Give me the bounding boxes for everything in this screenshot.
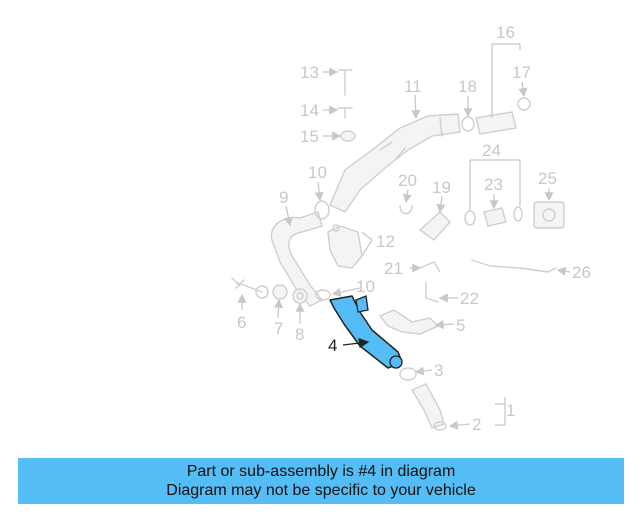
parts-21-22 [419, 261, 441, 303]
part-label-2: 2 [472, 415, 481, 434]
part-12-bracket [327, 224, 363, 269]
part-label-5: 5 [456, 316, 465, 335]
parts-23-24-25 [464, 201, 565, 229]
part-label-17: 17 [512, 63, 531, 82]
part-label-1: 1 [506, 401, 515, 420]
caption-line-1: Part or sub-assembly is #4 in diagram [186, 463, 456, 480]
part-9-hose [270, 211, 324, 307]
part-label-23: 23 [484, 175, 503, 194]
part-label-8: 8 [295, 325, 304, 344]
part-5-bracket [378, 309, 440, 335]
part-label-18: 18 [458, 77, 477, 96]
parts-19-20 [399, 205, 451, 241]
part-label-10-lower: 10 [356, 277, 375, 296]
parts-16-17-18 [461, 97, 531, 135]
parts-diagram: 1 2 3 4 5 6 7 8 9 10 10 11 12 13 14 15 1… [231, 23, 591, 434]
part-10-clamps [314, 200, 331, 301]
part-label-25: 25 [538, 169, 557, 188]
part-label-6: 6 [237, 313, 246, 332]
part-label-16: 16 [496, 23, 515, 42]
part-label-10-upper: 10 [308, 163, 327, 182]
part-label-14: 14 [300, 101, 319, 120]
part-label-20: 20 [398, 171, 417, 190]
part-26-line [471, 259, 557, 273]
part-label-4: 4 [328, 336, 337, 355]
caption-line-2: Diagram may not be specific to your vehi… [166, 482, 476, 499]
part-label-13: 13 [300, 63, 319, 82]
part-4-highlighted-pipe [329, 295, 403, 369]
part-label-12: 12 [376, 232, 395, 251]
part-label-26: 26 [572, 263, 591, 282]
part-label-24: 24 [482, 141, 501, 160]
leader-lines [237, 43, 571, 430]
part-label-7: 7 [274, 319, 283, 338]
part-label-19: 19 [432, 178, 451, 197]
parts-13-14-15 [337, 69, 356, 142]
part-label-21: 21 [384, 259, 403, 278]
info-caption-bar: Part or sub-assembly is #4 in diagram Di… [18, 458, 624, 504]
part-label-11: 11 [404, 77, 422, 96]
part-label-22: 22 [460, 289, 479, 308]
part-number-labels: 1 2 3 4 5 6 7 8 9 10 10 11 12 13 14 15 1… [237, 23, 591, 434]
part-label-9: 9 [279, 188, 288, 207]
part-11-duct [329, 113, 461, 213]
part-label-3: 3 [434, 361, 443, 380]
part-label-15: 15 [300, 127, 319, 146]
